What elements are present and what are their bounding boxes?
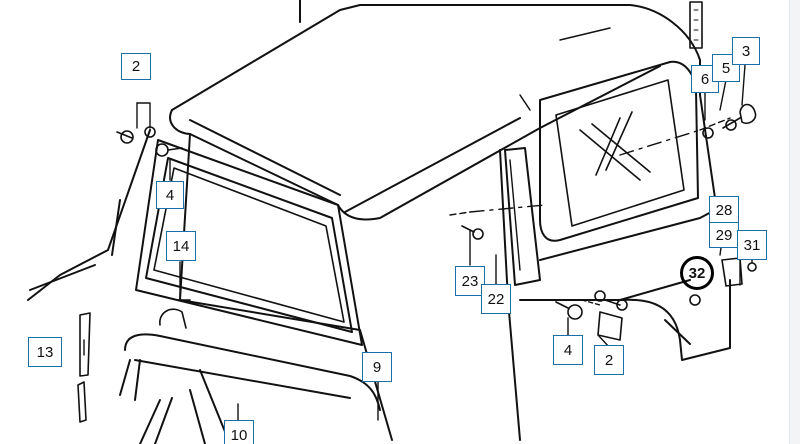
callout-31[interactable]: 31	[737, 230, 767, 260]
rear-quarter-panel	[619, 279, 731, 361]
weatherstrip	[119, 333, 381, 444]
callout-label: 13	[36, 343, 54, 361]
callout-label: 28	[715, 201, 733, 219]
callout-label: 9	[372, 358, 382, 376]
rear-side-window	[539, 60, 699, 242]
highlight-ring	[680, 256, 714, 290]
callout-28[interactable]: 28	[709, 196, 739, 224]
callout-32-highlighted[interactable]: 32	[680, 256, 714, 290]
callout-4-left[interactable]: 4	[156, 181, 184, 209]
callout-22[interactable]: 22	[481, 284, 511, 314]
callout-3[interactable]: 3	[732, 37, 760, 65]
callout-23[interactable]: 23	[455, 266, 485, 296]
callout-14[interactable]: 14	[166, 231, 196, 261]
callout-label: 29	[715, 226, 733, 244]
callout-10[interactable]: 10	[224, 420, 254, 444]
callout-label: 3	[741, 42, 751, 60]
callout-label: 5	[721, 59, 731, 77]
callout-label: 2	[604, 351, 614, 369]
callout-9[interactable]: 9	[362, 352, 392, 382]
callout-label: 22	[487, 290, 505, 308]
callout-label: 10	[230, 426, 248, 444]
windshield-frame	[135, 139, 363, 346]
callout-label: 32	[688, 264, 706, 282]
scrollbar-track[interactable]	[789, 0, 800, 444]
body-outline	[27, 94, 717, 441]
pillar-trim	[504, 147, 541, 286]
callout-label: 4	[563, 341, 573, 359]
callout-29[interactable]: 29	[709, 222, 739, 248]
leader-lines	[83, 64, 753, 421]
fasteners	[77, 1, 757, 423]
callout-label: 31	[743, 236, 761, 254]
callout-2-lower[interactable]: 2	[594, 345, 624, 375]
callout-6[interactable]: 6	[691, 65, 719, 93]
callout-4-right[interactable]: 4	[553, 335, 583, 365]
callout-label: 4	[165, 186, 175, 204]
callout-label: 14	[172, 237, 190, 255]
callout-label: 23	[461, 272, 479, 290]
callout-13[interactable]: 13	[28, 337, 62, 367]
callout-label: 6	[700, 70, 710, 88]
roof-panel	[169, 0, 701, 221]
callout-2-upper[interactable]: 2	[121, 53, 151, 80]
callout-label: 2	[131, 58, 141, 75]
